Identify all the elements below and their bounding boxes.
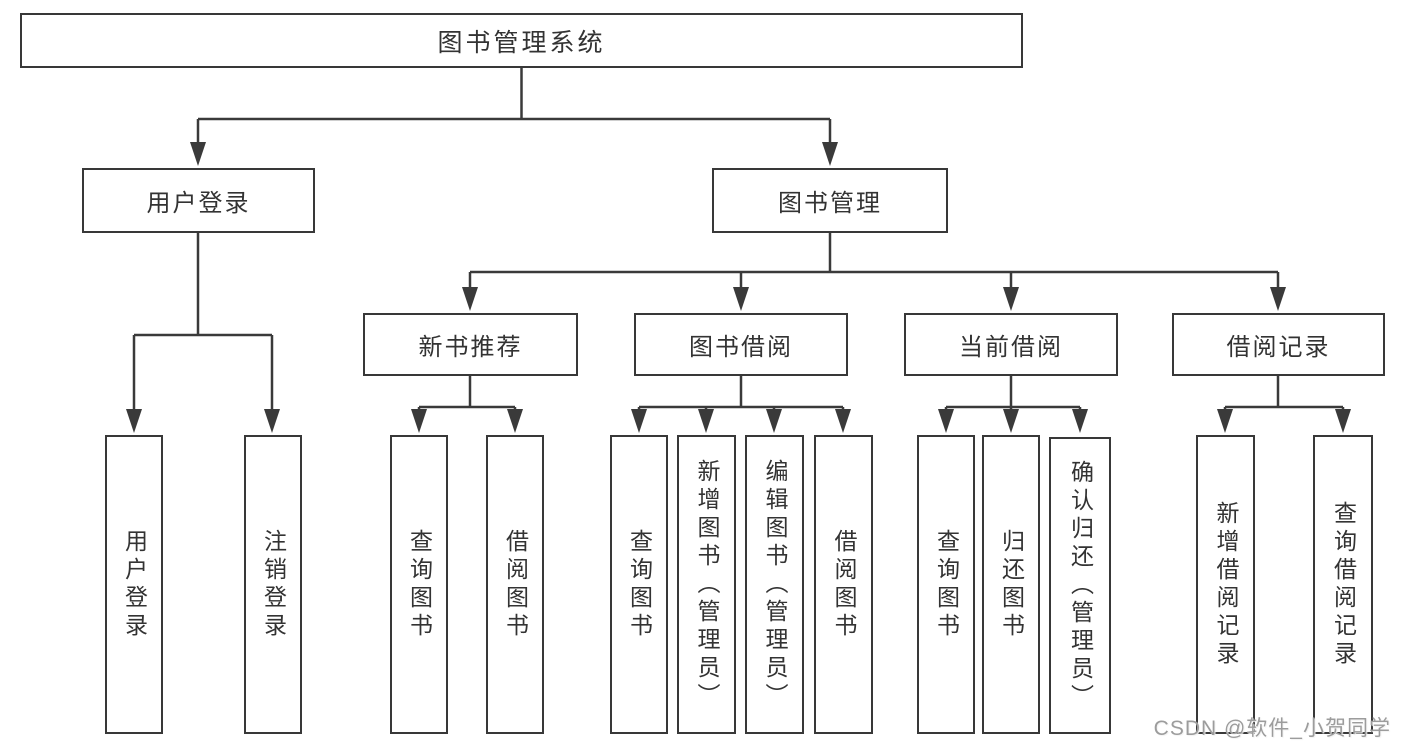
arrow-down-icon	[938, 409, 954, 433]
connector-borrowing-to-leaves	[637, 376, 845, 415]
arrow-down-icon	[126, 409, 142, 433]
connector-current-to-leaves	[944, 376, 1082, 415]
arrow-down-icon	[1003, 409, 1019, 433]
node-new-book-recommend: 新书推荐	[363, 313, 578, 376]
node-book-management: 图书管理	[712, 168, 948, 233]
connector-recommend-to-leaves	[417, 376, 517, 415]
leaf-user-login: 用户登录	[105, 435, 163, 734]
arrow-down-icon	[462, 287, 478, 311]
arrow-down-icon	[1003, 287, 1019, 311]
arrow-down-icon	[190, 142, 206, 166]
leaf-query-books-recommend: 查询图书	[390, 435, 448, 734]
leaf-borrow-books: 借阅图书	[814, 435, 873, 734]
leaf-add-borrow-record: 新增借阅记录	[1196, 435, 1255, 734]
arrow-down-icon	[698, 409, 714, 433]
node-book-borrowing: 图书借阅	[634, 313, 848, 376]
connector-root-to-level2	[196, 68, 832, 148]
leaf-query-borrow-record: 查询借阅记录	[1313, 435, 1373, 734]
arrow-down-icon	[1072, 409, 1088, 433]
arrow-down-icon	[507, 409, 523, 433]
connector-records-to-leaves	[1223, 376, 1345, 415]
arrow-down-icon	[1270, 287, 1286, 311]
leaf-confirm-return-admin: 确认归还（管理员）	[1049, 437, 1111, 734]
arrow-down-icon	[766, 409, 782, 433]
arrow-down-icon	[1335, 409, 1351, 433]
arrow-down-icon	[733, 287, 749, 311]
connector-login-to-leaves	[132, 233, 274, 415]
connector-management-to-level3	[468, 233, 1280, 292]
leaf-logout: 注销登录	[244, 435, 302, 734]
arrow-down-icon	[1217, 409, 1233, 433]
arrow-down-icon	[835, 409, 851, 433]
leaf-query-books-borrowing: 查询图书	[610, 435, 668, 734]
arrow-down-icon	[411, 409, 427, 433]
node-user-login: 用户登录	[82, 168, 315, 233]
leaf-borrow-books-recommend: 借阅图书	[486, 435, 544, 734]
node-root: 图书管理系统	[20, 13, 1023, 68]
leaf-query-books-current: 查询图书	[917, 435, 975, 734]
watermark: CSDN @软件_小贺同学	[1153, 717, 1391, 740]
leaf-return-books: 归还图书	[982, 435, 1040, 734]
arrow-down-icon	[264, 409, 280, 433]
leaf-edit-books-admin: 编辑图书（管理员）	[745, 435, 804, 734]
arrow-down-icon	[822, 142, 838, 166]
node-current-borrowing: 当前借阅	[904, 313, 1118, 376]
arrow-down-icon	[631, 409, 647, 433]
leaf-add-books-admin: 新增图书（管理员）	[677, 435, 736, 734]
node-borrowing-records: 借阅记录	[1172, 313, 1385, 376]
